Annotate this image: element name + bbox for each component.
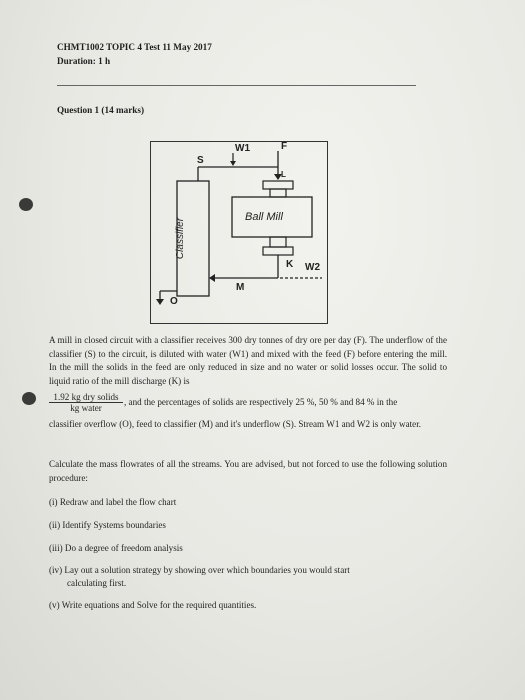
step-1: (i) Redraw and label the flow chart: [49, 497, 177, 507]
instructions: Calculate the mass flowrates of all the …: [49, 459, 447, 483]
step-4-cont: calculating first.: [67, 578, 127, 588]
label-ball-mill: Ball Mill: [245, 211, 283, 223]
label-l: L: [281, 170, 286, 179]
solid-liquid-ratio: 1.92 kg dry solids kg water: [49, 392, 123, 413]
label-f: F: [281, 141, 288, 152]
label-o: O: [170, 296, 178, 307]
test-title: CHMT1002 TOPIC 4 Test 11 May 2017: [57, 42, 212, 52]
problem-statement: A mill in closed circuit with a classifi…: [49, 335, 447, 386]
label-s: S: [197, 155, 204, 166]
step-4: (iv) Lay out a solution strategy by show…: [49, 565, 350, 575]
ratio-denominator: kg water: [70, 403, 102, 413]
streams-text: classifier overflow (O), feed to classif…: [49, 419, 422, 429]
label-k: K: [286, 259, 294, 270]
punch-hole-top: [19, 198, 33, 211]
duration: Duration: 1 h: [57, 56, 111, 66]
divider: [57, 85, 416, 86]
ratio-numerator: 1.92 kg dry solids: [49, 392, 123, 403]
flow-diagram: S W1 F L Ball Mill Classifier K W2 M O: [150, 141, 328, 324]
step-2: (ii) Identify Systems boundaries: [49, 520, 166, 530]
flow-diagram-drawing: [150, 141, 328, 324]
step-3: (iii) Do a degree of freedom analysis: [49, 543, 183, 553]
label-w1: W1: [235, 143, 250, 154]
question-heading: Question 1 (14 marks): [57, 105, 145, 115]
punch-hole-bottom: [22, 392, 36, 405]
label-w2: W2: [305, 262, 320, 273]
percentages-text: , and the percentages of solids are resp…: [124, 397, 398, 407]
label-classifier: Classifier: [175, 217, 187, 260]
step-5: (v) Write equations and Solve for the re…: [49, 600, 257, 610]
label-m: M: [236, 282, 245, 293]
